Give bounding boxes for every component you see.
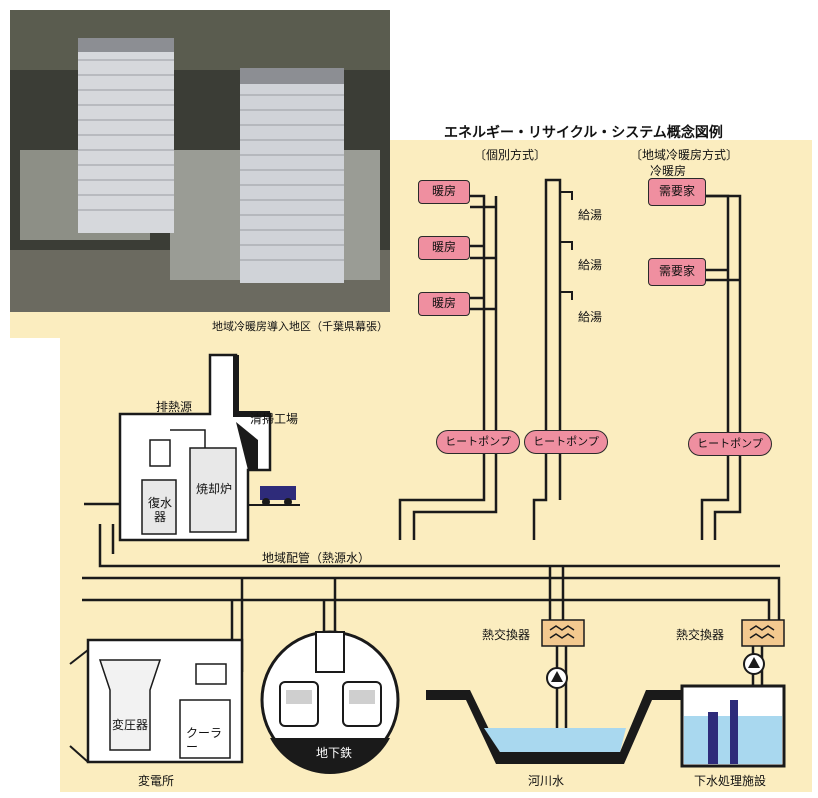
- pipe-label: 地域配管（熱源水）: [262, 551, 371, 565]
- cleaning-plant-label: 清掃工場: [250, 412, 299, 426]
- heat-exchanger-label: 熱交換器: [482, 628, 531, 642]
- heat-exchanger-sewage: [741, 619, 785, 647]
- heat-pump: ヒートポンプ: [436, 430, 520, 454]
- consumer-box: 需要家: [648, 178, 706, 206]
- district-subheading: 冷暖房: [650, 164, 687, 178]
- subway-tunnel: [260, 630, 400, 775]
- substation-building: [69, 638, 244, 764]
- pump-icon: [743, 653, 765, 675]
- faucet-icon: [560, 191, 573, 300]
- river-label: 河川水: [528, 774, 565, 788]
- condenser-label: 復水器: [147, 496, 172, 524]
- aerial-photo: [10, 10, 390, 338]
- photo-caption: 地域冷暖房導入地区（千葉県幕張）: [212, 320, 388, 333]
- heater-box: 暖房: [418, 292, 470, 316]
- sewage-label: 下水処理施設: [694, 774, 767, 788]
- substation-label: 変電所: [138, 774, 175, 788]
- transformer-label: 変圧器: [112, 718, 149, 732]
- hot-water-label: 給湯: [578, 208, 603, 222]
- incinerator-label: 焼却炉: [196, 482, 233, 496]
- hot-water-label: 給湯: [578, 258, 603, 272]
- diagram-title: エネルギー・リサイクル・システム概念図例: [444, 125, 723, 141]
- heat-pump: ヒートポンプ: [688, 432, 772, 456]
- river-channel: [426, 690, 690, 764]
- individual-heading: 〔個別方式〕: [474, 148, 547, 162]
- heat-exchanger-label: 熱交換器: [676, 628, 725, 642]
- heater-box: 暖房: [418, 236, 470, 260]
- hot-water-label: 給湯: [578, 310, 603, 324]
- cleaning-plant: [118, 353, 300, 542]
- sewage-plant: [680, 684, 786, 768]
- consumer-box: 需要家: [648, 258, 706, 286]
- heat-exchanger-river: [541, 619, 585, 647]
- district-heading: 〔地域冷暖房方式〕: [630, 148, 739, 162]
- heater-box: 暖房: [418, 180, 470, 204]
- cooler-label: クーラー: [186, 726, 223, 754]
- heat-pump: ヒートポンプ: [524, 430, 608, 454]
- pump-icon: [546, 667, 568, 689]
- subway-label: 地下鉄: [316, 746, 353, 760]
- exhaust-source-label: 排熱源: [156, 400, 193, 414]
